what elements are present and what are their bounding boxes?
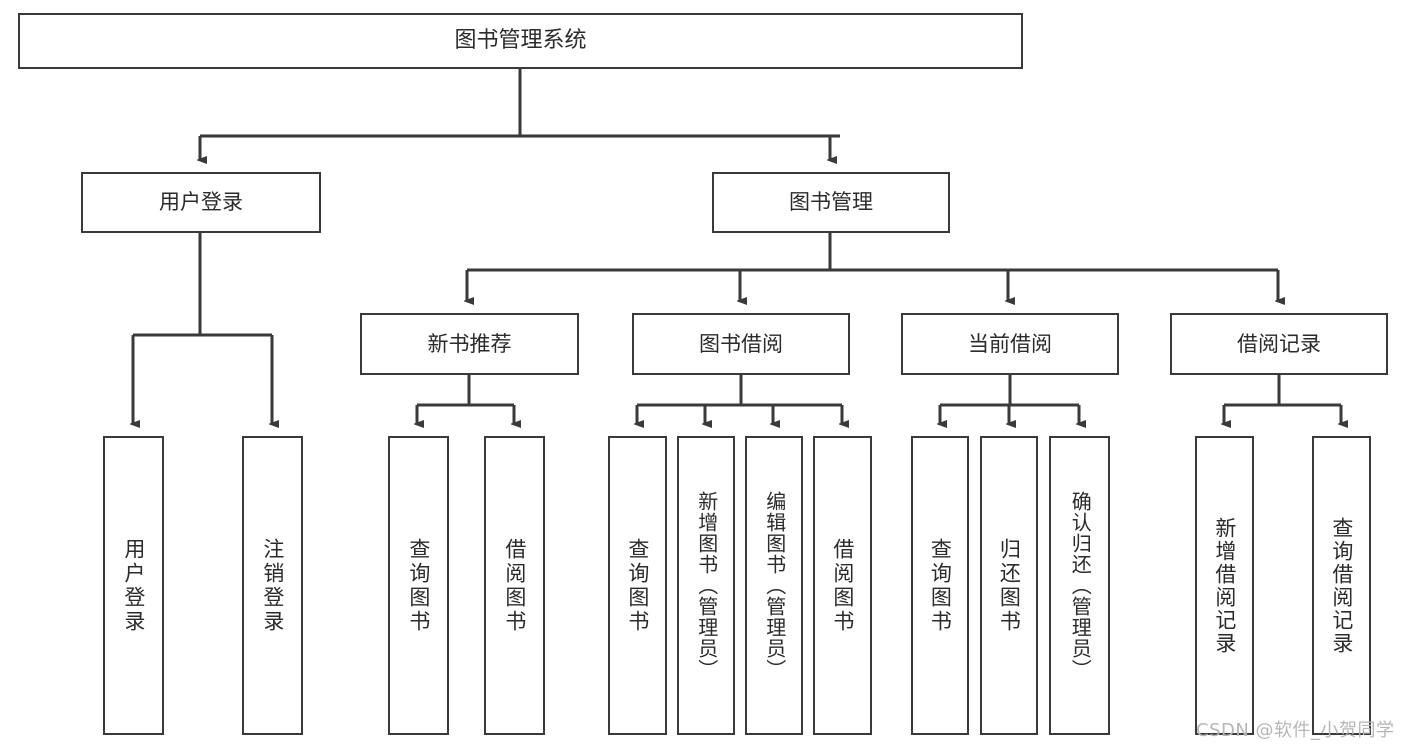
leaf-edit-book-admin[interactable]: 编辑图书（管理员） (745, 436, 803, 735)
node-book-borrow[interactable]: 图书借阅 (632, 313, 850, 375)
node-borrow-record[interactable]: 借阅记录 (1170, 313, 1388, 375)
node-current-borrow[interactable]: 当前借阅 (901, 313, 1119, 375)
leaf-confirm-return-admin[interactable]: 确认归还（管理员） (1049, 436, 1110, 735)
leaf-query-book-current[interactable]: 查询图书 (911, 436, 969, 735)
leaf-query-book-recommend[interactable]: 查询图书 (388, 436, 449, 735)
leaf-return-book[interactable]: 归还图书 (980, 436, 1038, 735)
leaf-query-book-borrow[interactable]: 查询图书 (608, 436, 667, 735)
watermark: CSDN @软件_小贺同学 (1196, 720, 1395, 741)
leaf-borrow-book[interactable]: 借阅图书 (813, 436, 872, 735)
leaf-borrow-book-recommend[interactable]: 借阅图书 (484, 436, 545, 735)
leaf-query-borrow-record[interactable]: 查询借阅记录 (1312, 436, 1371, 735)
node-book-management[interactable]: 图书管理 (712, 172, 950, 233)
node-root[interactable]: 图书管理系统 (18, 13, 1023, 69)
node-new-book-recommend[interactable]: 新书推荐 (360, 313, 579, 375)
leaf-user-logout[interactable]: 注销登录 (242, 436, 303, 735)
leaf-user-login[interactable]: 用户登录 (103, 436, 164, 735)
leaf-add-book-admin[interactable]: 新增图书（管理员） (677, 436, 735, 735)
leaf-add-borrow-record[interactable]: 新增借阅记录 (1195, 436, 1254, 735)
node-user-login[interactable]: 用户登录 (81, 172, 321, 233)
